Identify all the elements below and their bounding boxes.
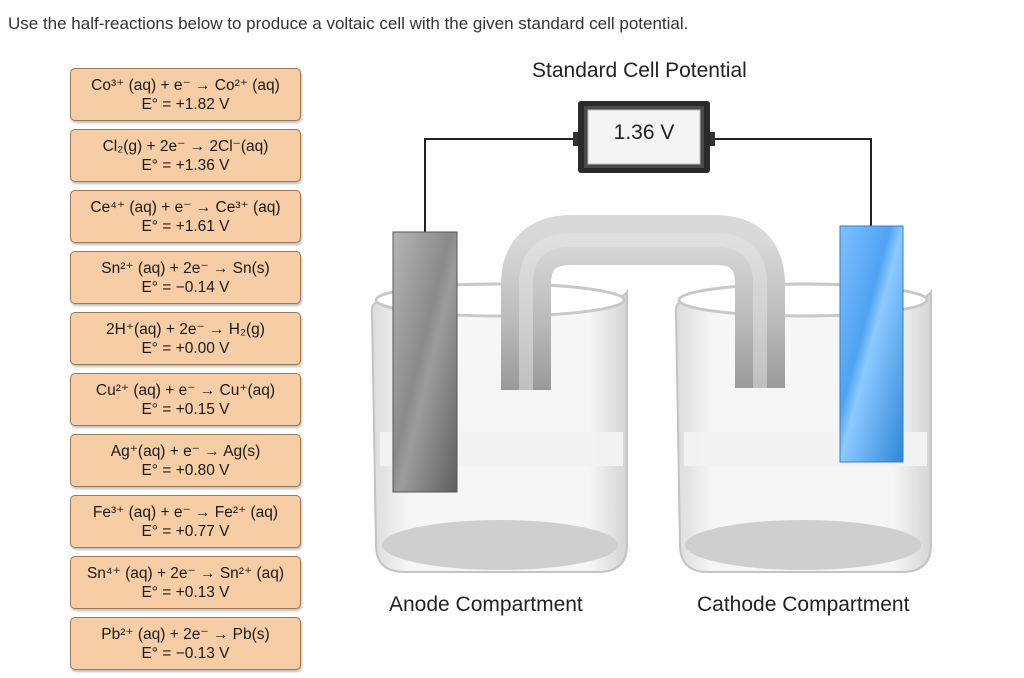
- half-reaction-card[interactable]: Pb²⁺ (aq) + 2e⁻ → Pb(s) E° = −0.13 V: [70, 617, 301, 670]
- half-reaction-card[interactable]: Ag⁺(aq) + e⁻ → Ag(s) E° = +0.80 V: [70, 434, 301, 487]
- half-reaction-equation: Pb²⁺ (aq) + 2e⁻ → Pb(s): [101, 625, 270, 643]
- half-reaction-equation: Cl₂(g) + 2e⁻ → 2Cl⁻(aq): [102, 137, 269, 155]
- half-reaction-potential: E° = +0.00 V: [141, 339, 230, 357]
- half-reaction-potential: E° = +1.36 V: [141, 156, 230, 174]
- half-reaction-equation: Ag⁺(aq) + e⁻ → Ag(s): [110, 442, 261, 460]
- half-reaction-card[interactable]: Cl₂(g) + 2e⁻ → 2Cl⁻(aq) E° = +1.36 V: [70, 129, 301, 182]
- half-reaction-card[interactable]: 2H⁺(aq) + 2e⁻ → H₂(g) E° = +0.00 V: [70, 312, 301, 365]
- cathode-electrode: [839, 225, 904, 463]
- anode-electrode: [392, 231, 458, 493]
- half-reaction-potential: E° = −0.13 V: [141, 644, 230, 662]
- half-reaction-equation: Ce⁴⁺ (aq) + e⁻ → Ce³⁺ (aq): [90, 198, 281, 216]
- half-reaction-card[interactable]: Co³⁺ (aq) + e⁻ → Co²⁺ (aq) E° = +1.82 V: [70, 68, 301, 121]
- half-reaction-equation: Co³⁺ (aq) + e⁻ → Co²⁺ (aq): [91, 76, 280, 94]
- half-reaction-equation: Sn²⁺ (aq) + 2e⁻ → Sn(s): [101, 259, 270, 277]
- half-reaction-equation: Fe³⁺ (aq) + e⁻ → Fe²⁺ (aq): [92, 503, 279, 521]
- voltmeter: [573, 101, 715, 173]
- half-reaction-card[interactable]: Fe³⁺ (aq) + e⁻ → Fe²⁺ (aq) E° = +0.77 V: [70, 495, 301, 548]
- half-reaction-equation: Sn⁴⁺ (aq) + 2e⁻ → Sn²⁺ (aq): [86, 564, 285, 582]
- half-reaction-potential: E° = +1.82 V: [141, 95, 230, 113]
- wire-left: [424, 138, 578, 236]
- half-reaction-card[interactable]: Ce⁴⁺ (aq) + e⁻ → Ce³⁺ (aq) E° = +1.61 V: [70, 190, 301, 243]
- half-reaction-potential: E° = +0.77 V: [141, 522, 230, 540]
- half-reaction-equation: Cu²⁺ (aq) + e⁻ → Cu⁺(aq): [95, 381, 276, 399]
- half-reaction-potential: E° = +1.61 V: [141, 217, 230, 235]
- salt-bridge: [501, 215, 785, 390]
- half-reaction-potential: E° = +0.15 V: [141, 400, 230, 418]
- anode-compartment-label[interactable]: Anode Compartment: [389, 593, 583, 616]
- instruction-text: Use the half-reactions below to produce …: [8, 14, 689, 33]
- half-reaction-card[interactable]: Sn²⁺ (aq) + 2e⁻ → Sn(s) E° = −0.14 V: [70, 251, 301, 304]
- cathode-compartment-label[interactable]: Cathode Compartment: [697, 593, 910, 616]
- half-reaction-potential: E° = −0.14 V: [141, 278, 230, 296]
- half-reaction-potential: E° = +0.13 V: [141, 583, 230, 601]
- diagram-title: Standard Cell Potential: [532, 59, 747, 82]
- half-reaction-card[interactable]: Cu²⁺ (aq) + e⁻ → Cu⁺(aq) E° = +0.15 V: [70, 373, 301, 426]
- half-reaction-list: Co³⁺ (aq) + e⁻ → Co²⁺ (aq) E° = +1.82 V …: [70, 68, 301, 678]
- half-reaction-equation: 2H⁺(aq) + 2e⁻ → H₂(g): [106, 320, 265, 338]
- half-reaction-card[interactable]: Sn⁴⁺ (aq) + 2e⁻ → Sn²⁺ (aq) E° = +0.13 V: [70, 556, 301, 609]
- half-reaction-potential: E° = +0.80 V: [141, 461, 230, 479]
- wire-right: [710, 138, 872, 230]
- cell-potential-readout: 1.36 V: [613, 121, 675, 144]
